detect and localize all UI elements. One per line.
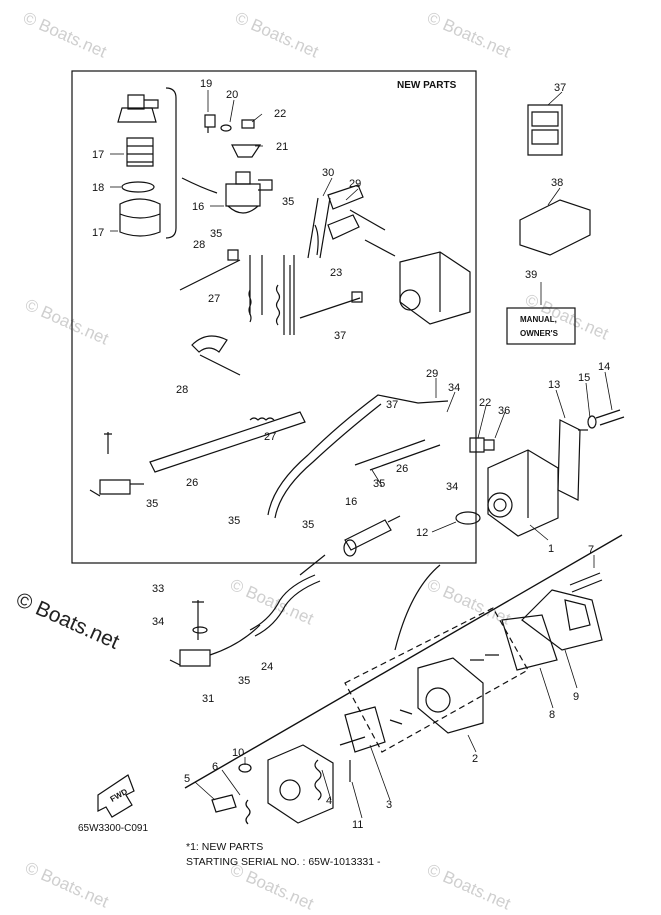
callout-30: 30 <box>322 167 334 179</box>
fuel-joint-lower-icon <box>89 432 144 497</box>
fuel-pump-main-icon <box>487 449 559 537</box>
fwd-label: FWD <box>109 787 129 804</box>
cover-9-icon <box>521 589 603 651</box>
section-line <box>184 534 623 789</box>
callout-34b: 34 <box>446 481 458 493</box>
fuel-joint-16-icon <box>225 144 273 214</box>
fuel-filter-icon <box>343 515 401 557</box>
callout-3: 3 <box>386 799 392 811</box>
o-ring-12 <box>455 511 481 525</box>
notes-line-2: STARTING SERIAL NO. : 65W-1013331 - <box>186 856 381 868</box>
spring-6-icon <box>245 799 251 825</box>
section-curve <box>394 564 441 651</box>
gasket-8-icon <box>501 614 558 671</box>
manual-line-1: MANUAL, <box>520 315 557 324</box>
callout-18: 17 <box>92 227 104 239</box>
callout-12: 12 <box>416 527 428 539</box>
callout-40-41: 39 <box>525 269 537 281</box>
callout-35e: 35 <box>228 515 240 527</box>
callout-28a: 28 <box>193 239 205 251</box>
callout-38: 37 <box>554 82 566 94</box>
callout-8: 8 <box>549 709 555 721</box>
callout-20: 19 <box>200 78 212 90</box>
callout-35a: 35 <box>210 228 222 240</box>
fwd-arrow-icon <box>97 774 135 818</box>
callout-33: 34 <box>152 616 164 628</box>
callout-5: 5 <box>184 773 190 785</box>
callout-32: 33 <box>152 583 164 595</box>
callout-4: 4 <box>326 795 332 807</box>
callout-11: 11 <box>352 819 363 831</box>
callout-9: 9 <box>573 691 579 703</box>
callout-21: 20 <box>226 89 238 101</box>
callout-6: 6 <box>212 761 218 773</box>
callout-13: 13 <box>548 379 560 391</box>
callout-25b: 24 <box>261 661 273 673</box>
callout-7: 7 <box>588 544 594 556</box>
callout-19: 18 <box>92 182 104 194</box>
bolt-20-icon <box>204 114 216 133</box>
callout-2: 2 <box>472 753 478 765</box>
screw-7-icon <box>569 572 603 593</box>
diagram-code: 65W3300-C091 <box>78 823 149 834</box>
callout-28b: 28 <box>176 384 188 396</box>
plunger-icon <box>339 736 366 746</box>
fuel-joint-icon <box>117 94 161 237</box>
callout-27b: 27 <box>264 431 276 443</box>
callout-35b: 35 <box>282 196 294 208</box>
manual-line-2: OWNER'S <box>520 329 559 338</box>
notes-line-1: *1: NEW PARTS <box>186 841 264 853</box>
notes: *1: NEW PARTS STARTING SERIAL NO. : 65W-… <box>186 840 381 870</box>
label-38-icon <box>527 104 563 156</box>
callout-25a: 23 <box>330 267 342 279</box>
callout-14: 14 <box>598 361 610 373</box>
callout-27a: 27 <box>208 293 220 305</box>
callout-29a: 29 <box>349 178 361 190</box>
callout-1: 1 <box>548 543 554 555</box>
callout-34a: 34 <box>448 382 460 394</box>
callout-15: 15 <box>578 372 590 384</box>
callout-37a: 37 <box>334 330 346 342</box>
fuel-pump-icon <box>399 251 471 325</box>
callout-24: 22 <box>479 397 491 409</box>
manual-box <box>506 307 576 345</box>
callout-35d: 35 <box>373 478 385 490</box>
callout-23: 22 <box>274 108 286 120</box>
fuel-joint-31-icon <box>169 600 211 667</box>
callout-17: 17 <box>92 149 104 161</box>
callout-35f: 35 <box>302 519 314 531</box>
callout-22: 21 <box>276 141 288 153</box>
diaphragm-3-icon <box>344 706 386 753</box>
callout-16a: 16 <box>192 201 204 213</box>
callout-37b: 37 <box>386 399 398 411</box>
boot-39-icon <box>519 199 591 256</box>
screw-14-icon <box>595 409 625 426</box>
pump-housing-icon <box>267 744 334 824</box>
spring-4-icon <box>314 759 322 801</box>
callout-31: 31 <box>202 693 214 705</box>
callout-29b: 29 <box>426 368 438 380</box>
callout-35g: 35 <box>238 675 250 687</box>
callout-36: 36 <box>498 405 510 417</box>
callout-26a: 26 <box>186 477 198 489</box>
new-parts-frame <box>71 70 477 564</box>
group-box <box>344 607 529 753</box>
new-parts-title: NEW PARTS <box>397 80 457 91</box>
callout-10: 10 <box>232 747 244 759</box>
callout-26b: 26 <box>396 463 408 475</box>
callout-39: 38 <box>551 177 563 189</box>
callout-16b: 16 <box>345 496 357 508</box>
pump-body-icon <box>417 657 484 734</box>
callout-35c: 35 <box>146 498 158 510</box>
